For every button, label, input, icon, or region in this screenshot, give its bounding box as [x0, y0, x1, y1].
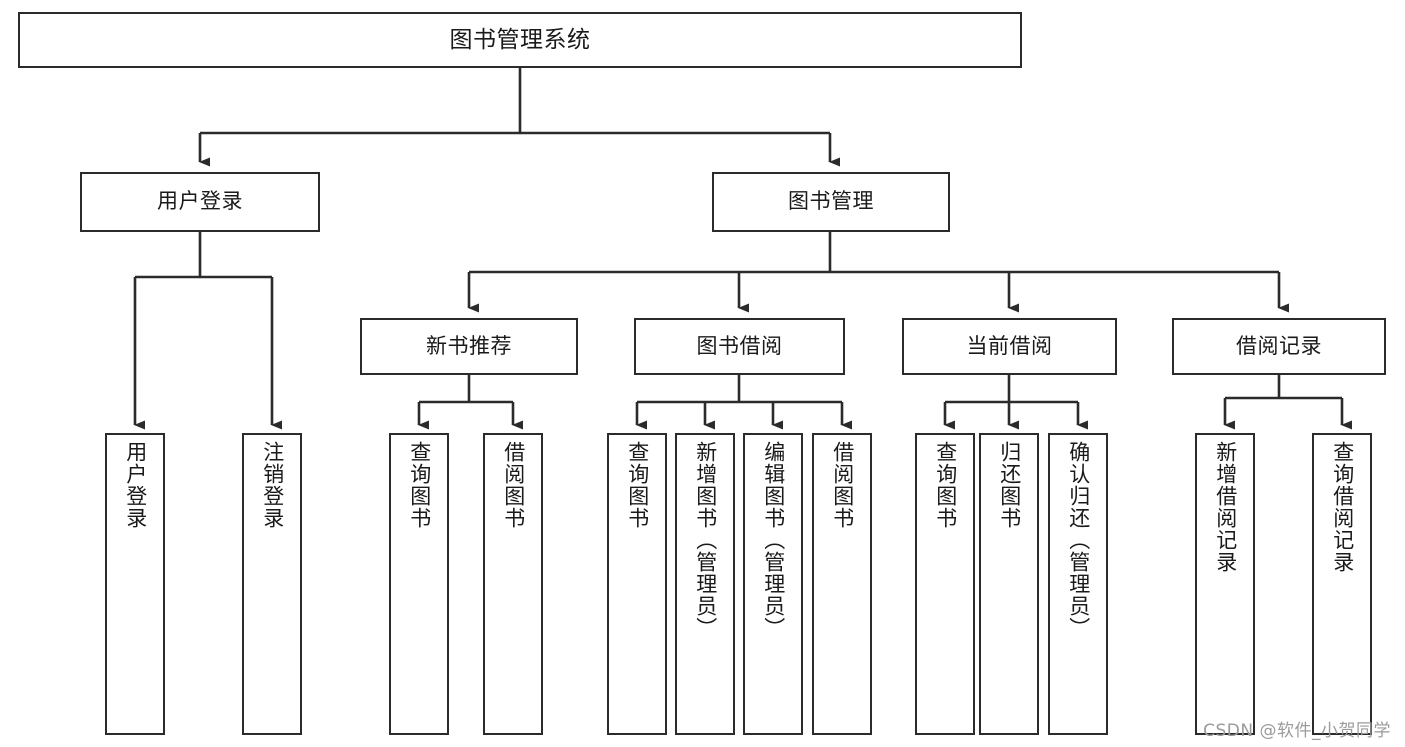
node-label: 用户登录	[123, 441, 148, 529]
node-label: 借阅记录	[1236, 333, 1322, 358]
node-label: 注销登录	[260, 441, 285, 529]
node-label: 借阅图书	[830, 441, 855, 529]
node-label: 新书推荐	[426, 333, 512, 358]
node-label: 查询图书	[625, 441, 650, 529]
node-leaf-query-book-2[interactable]: 查询图书	[607, 433, 667, 735]
node-leaf-query-book-1[interactable]: 查询图书	[389, 433, 449, 735]
node-label: 用户登录	[157, 189, 243, 214]
node-leaf-query-record[interactable]: 查询借阅记录	[1312, 433, 1372, 735]
node-new-book-recommend[interactable]: 新书推荐	[360, 318, 578, 375]
node-leaf-user-login[interactable]: 用户登录	[105, 433, 165, 735]
node-label: 归还图书	[997, 441, 1022, 529]
watermark-text: CSDN @软件_小贺同学	[1203, 721, 1391, 741]
node-label: 图书管理系统	[449, 26, 591, 53]
node-current-borrow[interactable]: 当前借阅	[902, 318, 1117, 375]
node-leaf-borrow-book-1[interactable]: 借阅图书	[483, 433, 543, 735]
node-leaf-logout-login[interactable]: 注销登录	[242, 433, 302, 735]
node-leaf-query-book-3[interactable]: 查询图书	[915, 433, 975, 735]
node-borrow-record[interactable]: 借阅记录	[1172, 318, 1386, 375]
node-label: 图书管理	[788, 189, 874, 214]
node-label: 编辑图书（管理员）	[761, 441, 786, 639]
node-label: 借阅图书	[501, 441, 526, 529]
node-leaf-return-book[interactable]: 归还图书	[979, 433, 1039, 735]
node-leaf-edit-book[interactable]: 编辑图书（管理员）	[743, 433, 803, 735]
node-label: 新增图书（管理员）	[693, 441, 718, 639]
node-label: 查询借阅记录	[1330, 441, 1355, 573]
node-label: 图书借阅	[696, 333, 783, 358]
node-root-system[interactable]: 图书管理系统	[18, 12, 1022, 68]
node-book-borrow[interactable]: 图书借阅	[634, 318, 845, 375]
node-user-login[interactable]: 用户登录	[80, 172, 320, 232]
node-label: 当前借阅	[966, 333, 1053, 358]
node-leaf-add-record[interactable]: 新增借阅记录	[1195, 433, 1255, 735]
node-label: 查询图书	[407, 441, 432, 529]
node-leaf-add-book[interactable]: 新增图书（管理员）	[675, 433, 735, 735]
node-label: 新增借阅记录	[1213, 441, 1238, 573]
node-leaf-confirm-return[interactable]: 确认归还（管理员）	[1048, 433, 1108, 735]
node-book-management[interactable]: 图书管理	[712, 172, 950, 232]
node-leaf-borrow-book-2[interactable]: 借阅图书	[812, 433, 872, 735]
node-label: 确认归还（管理员）	[1066, 441, 1091, 639]
node-label: 查询图书	[933, 441, 958, 529]
